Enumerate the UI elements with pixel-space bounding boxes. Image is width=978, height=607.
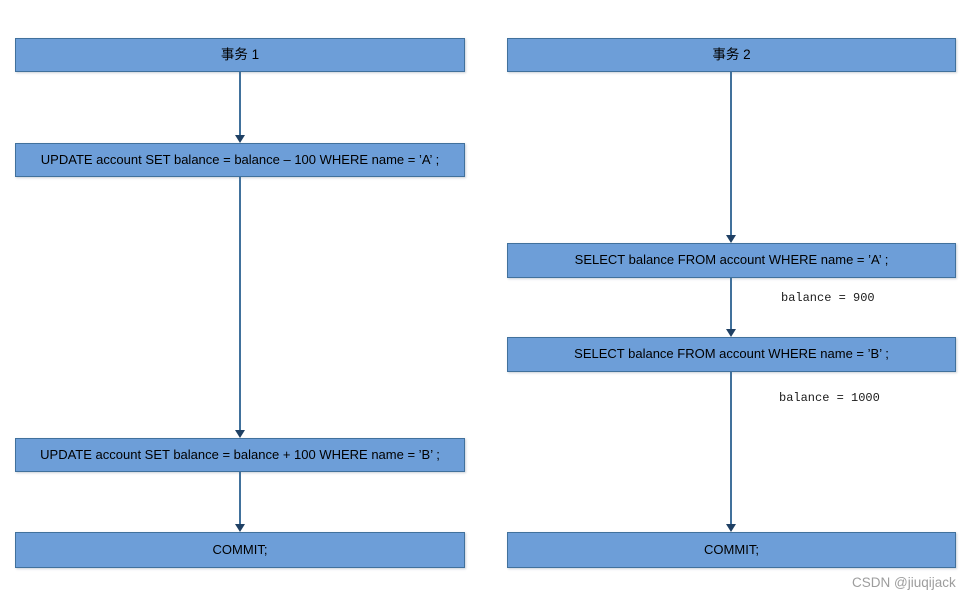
arrow-head-icon bbox=[725, 524, 736, 532]
transaction1-update-b-box: UPDATE account SET balance = balance + 1… bbox=[15, 438, 465, 472]
arrow-t2-select-b-to-commit bbox=[725, 372, 737, 532]
balance-900-annotation: balance = 900 bbox=[781, 291, 875, 305]
transaction1-update-a-box: UPDATE account SET balance = balance – 1… bbox=[15, 143, 465, 177]
arrow-t1-update-b-to-commit bbox=[234, 472, 246, 532]
arrow-head-icon bbox=[725, 329, 736, 337]
arrow-head-icon bbox=[234, 430, 245, 438]
arrow-shaft bbox=[239, 177, 241, 432]
arrow-head-icon bbox=[234, 524, 245, 532]
arrow-head-icon bbox=[234, 135, 245, 143]
transaction2-select-b-box: SELECT balance FROM account WHERE name =… bbox=[507, 337, 956, 372]
arrow-t1-header-to-update-a bbox=[234, 72, 246, 143]
arrow-shaft bbox=[239, 72, 241, 137]
arrow-t2-header-to-select-a bbox=[725, 72, 737, 243]
transaction2-select-a-box: SELECT balance FROM account WHERE name =… bbox=[507, 243, 956, 278]
arrow-shaft bbox=[730, 278, 732, 331]
arrow-head-icon bbox=[725, 235, 736, 243]
arrow-shaft bbox=[730, 372, 732, 526]
arrow-shaft bbox=[730, 72, 732, 237]
arrow-t1-update-a-to-update-b bbox=[234, 177, 246, 438]
transaction2-commit-box: COMMIT; bbox=[507, 532, 956, 568]
transaction2-header-box: 事务 2 bbox=[507, 38, 956, 72]
arrow-shaft bbox=[239, 472, 241, 526]
transaction1-header-box: 事务 1 bbox=[15, 38, 465, 72]
csdn-watermark: CSDN @jiuqijack bbox=[852, 575, 956, 590]
transaction1-commit-box: COMMIT; bbox=[15, 532, 465, 568]
balance-1000-annotation: balance = 1000 bbox=[779, 391, 880, 405]
arrow-t2-select-a-to-select-b bbox=[725, 278, 737, 337]
